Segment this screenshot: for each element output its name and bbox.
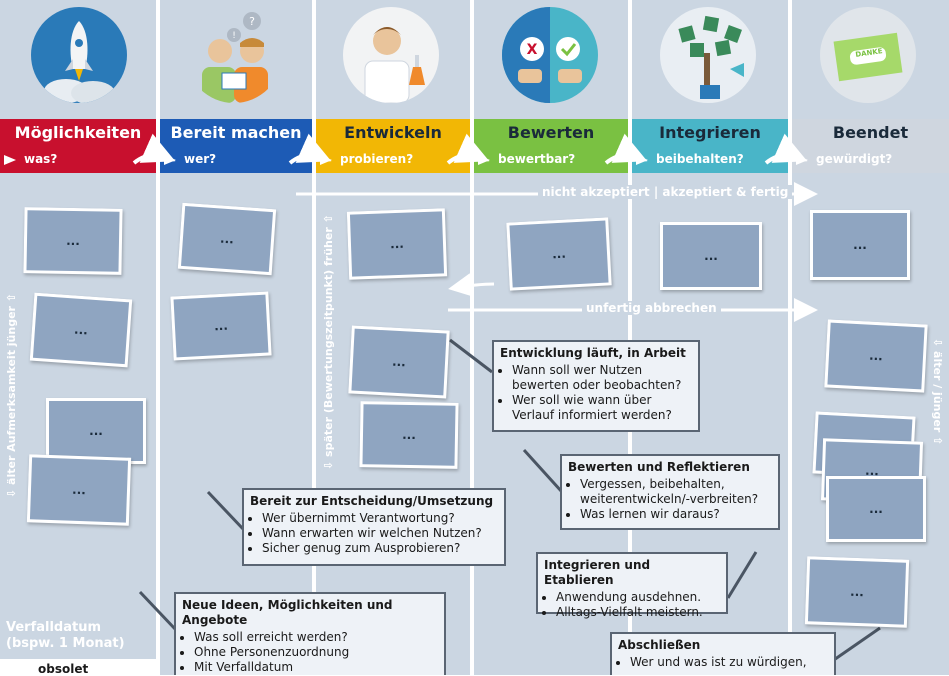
info-box-entwicklung: Entwicklung läuft, in Arbeit Wann soll w… xyxy=(492,340,700,432)
column-sub-was: was? xyxy=(0,146,156,173)
money-tree-icon xyxy=(660,7,756,103)
column-title-beendet: Beendet xyxy=(792,119,949,146)
info-box-bereit: Bereit zur Entscheidung/Umsetzung Wer üb… xyxy=(242,488,506,566)
axis-label-aufmerksamkeit: ⇩ älter Aufmerksamkeit jünger ⇧ xyxy=(5,292,18,498)
evaluate-icon: X xyxy=(502,7,598,103)
column-sub-wer: wer? xyxy=(160,146,312,173)
task-card[interactable]: ... xyxy=(804,556,910,628)
info-box-title: Abschließen xyxy=(618,638,701,652)
task-card[interactable]: ... xyxy=(170,291,272,361)
thanks-card-icon: DANKE xyxy=(820,7,916,103)
task-card[interactable]: ... xyxy=(46,398,146,464)
task-card[interactable]: ... xyxy=(348,325,450,399)
column-divider xyxy=(156,173,160,675)
flow-label-abbrechen: unfertig abbrechen xyxy=(582,301,721,315)
info-box-item: Anwendung ausdehnen. xyxy=(556,590,720,605)
task-card[interactable]: ... xyxy=(359,401,459,469)
task-card[interactable]: ... xyxy=(346,208,448,280)
info-box-title: Entwicklung läuft, in Arbeit xyxy=(500,346,686,360)
info-box-bewerten: Bewerten und Reflektieren Vergessen, bei… xyxy=(560,454,780,530)
info-box-item: Alltags-Vielfalt meistern. xyxy=(556,605,720,620)
verfall-label: Verfalldatum (bspw. 1 Monat) xyxy=(6,620,125,651)
task-card[interactable]: ... xyxy=(177,202,277,276)
info-box-item: Ohne Personenzuordnung xyxy=(194,645,438,660)
task-card[interactable]: ... xyxy=(824,319,928,393)
task-card[interactable]: ... xyxy=(23,207,123,275)
task-card[interactable]: ... xyxy=(810,210,910,280)
info-box-item: Vergessen, beibehalten, weiterentwickeln… xyxy=(580,477,772,507)
info-box-item: Wer und was ist zu würdigen, xyxy=(630,655,828,670)
task-card[interactable]: ... xyxy=(660,222,762,290)
info-box-item: Mit Verfalldatum xyxy=(194,660,438,675)
info-box-item: Was soll erreicht werden? xyxy=(194,630,438,645)
svg-text:?: ? xyxy=(249,15,255,28)
info-box-integrieren: Integrieren und Etablieren Anwendung aus… xyxy=(536,552,728,619)
column-divider xyxy=(312,173,316,675)
column-title-bewerten: Bewerten xyxy=(474,119,628,146)
discussion-icon: ? ! xyxy=(186,7,282,103)
flow-label-akzeptiert: nicht akzeptiert | akzeptiert & fertig xyxy=(538,185,793,199)
info-box-item: Wer übernimmt Verantwortung? xyxy=(262,511,498,526)
info-box-title: Bereit zur Entscheidung/Umsetzung xyxy=(250,494,494,508)
info-box-abschliessen: Abschließen Wer und was ist zu würdigen, xyxy=(610,632,836,675)
rocket-icon xyxy=(31,7,127,103)
info-box-title: Integrieren und Etablieren xyxy=(544,558,651,587)
obsolet-bar xyxy=(0,659,156,675)
info-box-item: Wann erwarten wir welchen Nutzen? xyxy=(262,526,498,541)
info-box-item: Wer soll wie wann über Verlauf informier… xyxy=(512,393,692,423)
column-sub-gewuerdigt: gewürdigt? xyxy=(792,146,949,173)
column-sub-probieren: probieren? xyxy=(316,146,470,173)
column-title-integrieren: Integrieren xyxy=(632,119,788,146)
task-card[interactable]: ... xyxy=(26,454,132,526)
task-card[interactable]: ... xyxy=(506,217,612,291)
scientist-icon xyxy=(343,7,439,103)
column-title-entwickeln: Entwickeln xyxy=(316,119,470,146)
obsolet-label: obsolet xyxy=(38,662,89,676)
info-box-neue-ideen: Neue Ideen, Möglichkeiten und Angebote W… xyxy=(174,592,446,675)
column-title-moeglichkeiten: Möglichkeiten xyxy=(0,119,156,146)
axis-label-bewertungszeitpunkt: ⇩ später (Bewertungszeitpunkt) früher ⇧ xyxy=(322,214,335,470)
info-box-item: Sicher genug zum Ausprobieren? xyxy=(262,541,498,556)
column-divider xyxy=(788,173,792,675)
svg-text:!: ! xyxy=(232,31,236,41)
info-box-title: Bewerten und Reflektieren xyxy=(568,460,750,474)
svg-text:X: X xyxy=(527,42,538,58)
info-box-title: Neue Ideen, Möglichkeiten und Angebote xyxy=(182,598,393,627)
info-box-item: Was lernen wir daraus? xyxy=(580,507,772,522)
task-card[interactable]: ... xyxy=(29,292,133,368)
column-title-bereit-machen: Bereit machen xyxy=(160,119,312,146)
task-card[interactable]: ... xyxy=(826,476,926,542)
axis-label-alter: ⇩ älter / jünger ⇧ xyxy=(931,338,944,446)
info-box-item: Wann soll wer Nutzen bewerten oder beoba… xyxy=(512,363,692,393)
column-divider xyxy=(470,173,474,675)
